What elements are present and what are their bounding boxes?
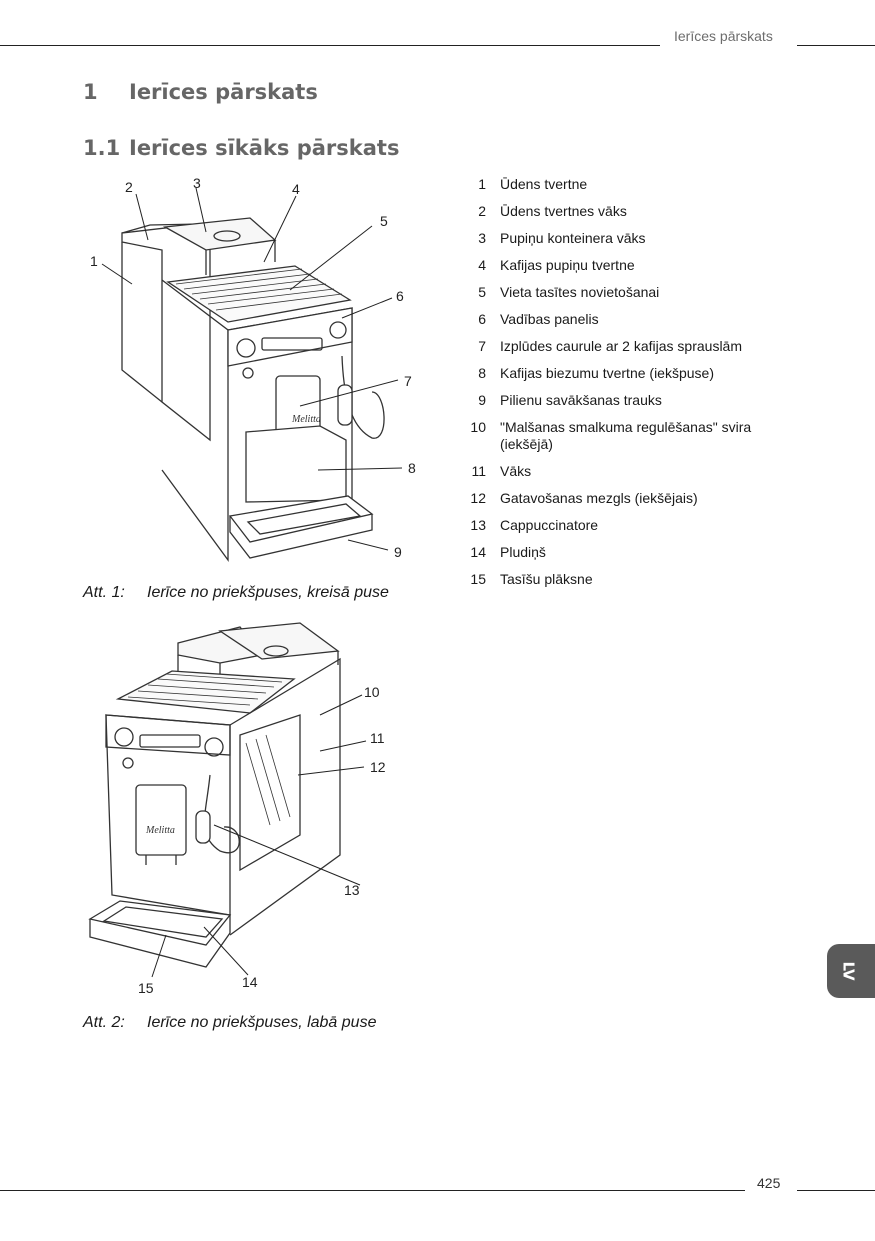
header-rule-left [0,45,660,46]
language-tab-label: LV [839,961,858,981]
callout-8: 8 [408,460,416,476]
callout-14: 14 [242,974,258,990]
section-title: Ierīces pārskats [129,80,318,104]
subsection-title: Ierīces sīkāks pārskats [129,136,400,160]
figure-2-text: Ierīce no priekšpuses, labā puse [147,1014,377,1031]
running-header: Ierīces pārskats [674,28,773,44]
callout-12: 12 [370,759,386,775]
figure-1-illustration: Melitta 1 2 3 4 5 6 7 8 9 [90,175,416,562]
callout-4: 4 [292,181,300,197]
figure-2-label: Att. 2: [83,1014,125,1031]
section-heading: 1 Ierīces pārskats [83,80,318,104]
callout-7: 7 [404,373,412,389]
callout-5: 5 [380,213,388,229]
section-number: 1 [83,80,98,104]
footer-rule-right [797,1190,875,1191]
header-rule-right [797,45,875,46]
list-item: 10"Malšanas smalkuma regulēšanas" svira … [470,419,752,452]
page-number: 425 [757,1175,781,1191]
callout-3: 3 [193,175,201,191]
figure-1-label: Att. 1: [83,584,125,601]
figure-2-caption: Att. 2: Ierīce no priekšpuses, labā puse [83,1014,376,1032]
brand-mark-2: Melitta [145,825,175,836]
brand-mark-1: Melitta [291,414,321,425]
figure-1-caption: Att. 1: Ierīce no priekšpuses, kreisā pus… [83,584,389,602]
subsection-heading: 1.1 Ierīces sīkāks pārskats [83,136,399,160]
callout-10: 10 [364,684,380,700]
callout-9: 9 [394,544,402,560]
callout-13: 13 [344,882,360,898]
callout-6: 6 [396,288,404,304]
callout-1: 1 [90,253,98,269]
figure-2-illustration: Melitta 10 11 12 13 14 15 [88,622,386,996]
callout-15: 15 [138,980,154,996]
subsection-number: 1.1 [83,136,121,160]
figure-1-text: Ierīce no priekšpuses, kreisā puse [147,584,389,601]
callout-2: 2 [125,179,133,195]
footer-rule-left [0,1190,745,1191]
language-tab: LV [827,944,875,998]
callout-11: 11 [370,730,385,746]
